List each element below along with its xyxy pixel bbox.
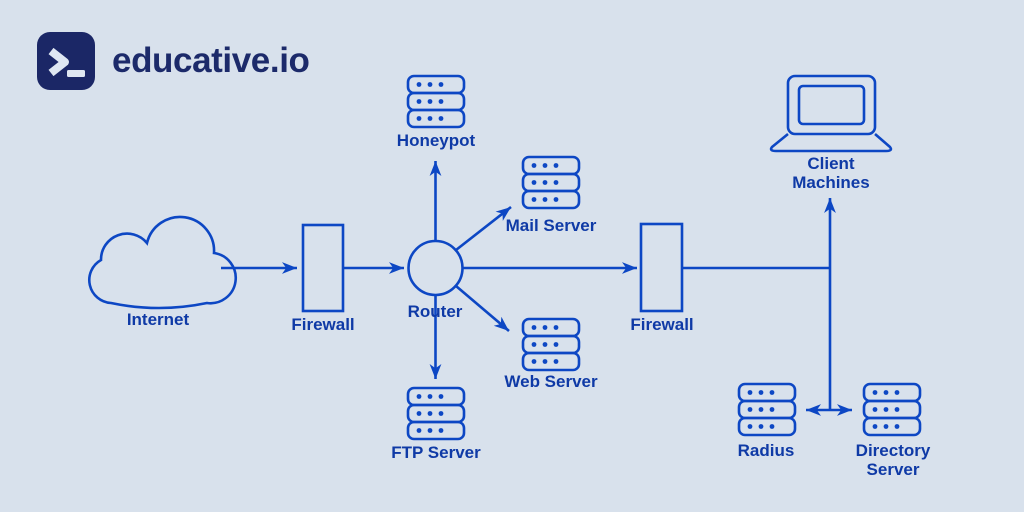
- firewall-2-icon: [639, 222, 684, 313]
- honeypot-icon: [406, 74, 466, 129]
- ftp-server-icon: [406, 386, 466, 441]
- label-directory-server: Directory Server: [855, 441, 931, 480]
- edge-router-mail-server: [455, 205, 512, 252]
- radius-server-icon: [737, 382, 797, 437]
- label-firewall-2: Firewall: [630, 315, 694, 334]
- label-router: Router: [407, 302, 463, 321]
- label-web-server: Web Server: [504, 372, 598, 391]
- internet-cloud-icon: [88, 215, 238, 310]
- educative-logo: [37, 32, 95, 90]
- brand-name: educative.io: [112, 41, 310, 80]
- router-icon: [407, 239, 464, 297]
- terminal-prompt-icon: [48, 47, 85, 77]
- label-honeypot: Honeypot: [396, 131, 476, 150]
- label-firewall-1: Firewall: [291, 315, 355, 334]
- edge-router-web-server: [455, 285, 510, 332]
- directory-server-icon: [862, 382, 922, 437]
- mail-server-icon: [521, 155, 581, 210]
- label-radius: Radius: [737, 441, 795, 460]
- label-internet: Internet: [126, 310, 190, 329]
- label-ftp-server: FTP Server: [391, 443, 481, 462]
- label-mail-server: Mail Server: [505, 216, 597, 235]
- label-client-machines: Client Machines: [792, 154, 870, 193]
- web-server-icon: [521, 317, 581, 372]
- firewall-1-icon: [301, 223, 345, 313]
- client-machines-icon: [769, 74, 893, 153]
